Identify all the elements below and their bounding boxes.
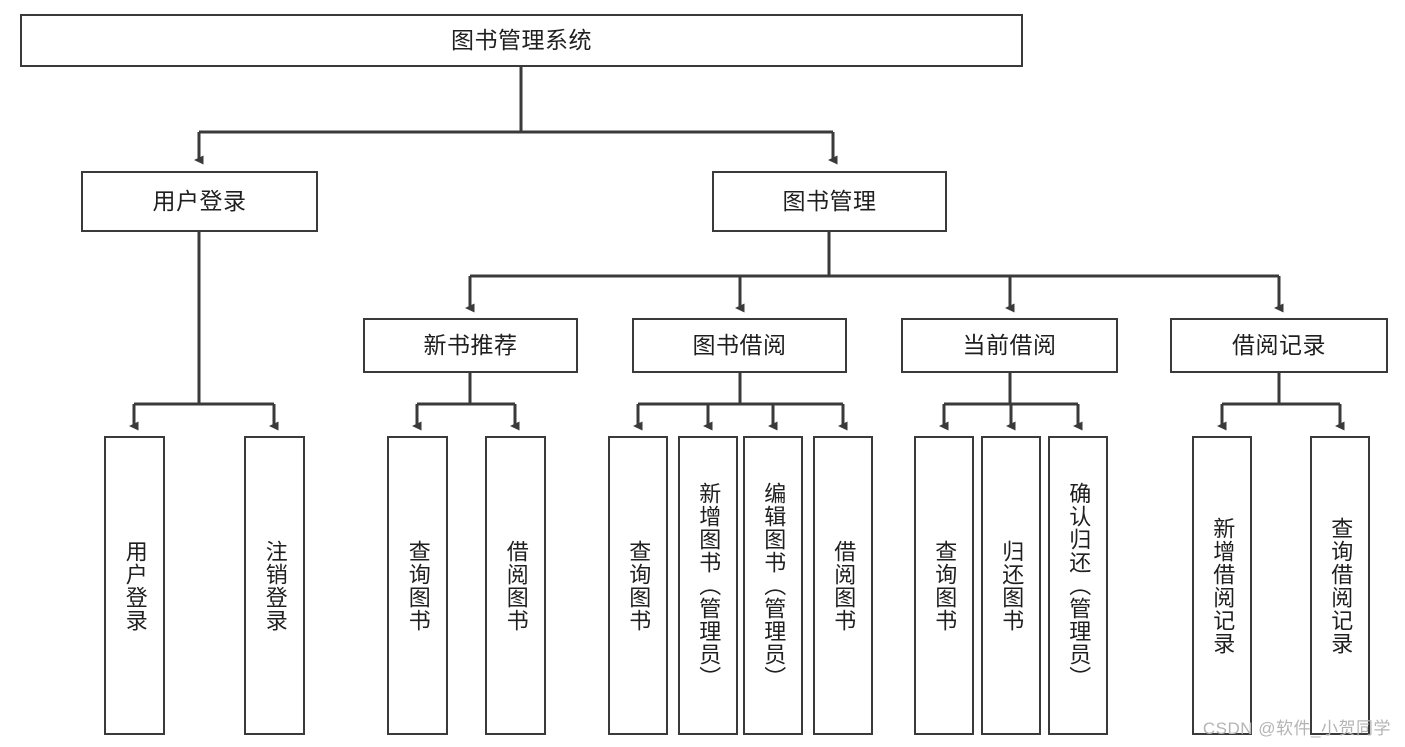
leaf-current-confirm-return-admin[interactable]: 确认归还（管理员） <box>1048 436 1108 735</box>
node-label: 注销登录 <box>262 539 288 632</box>
node-label: 当前借阅 <box>962 332 1057 359</box>
node-label: 编辑图书（管理员） <box>761 482 787 689</box>
leaf-record-query-record[interactable]: 查询借阅记录 <box>1310 436 1370 735</box>
node-label: 查询图书 <box>932 539 958 632</box>
node-label: 图书管理系统 <box>451 27 592 54</box>
leaf-current-return-book[interactable]: 归还图书 <box>981 436 1041 735</box>
node-book-management[interactable]: 图书管理 <box>712 171 947 232</box>
node-label: 查询借阅记录 <box>1328 516 1354 655</box>
node-root-system[interactable]: 图书管理系统 <box>20 14 1023 67</box>
node-label: 新增图书（管理员） <box>696 482 722 689</box>
leaf-borrow-query-book[interactable]: 查询图书 <box>608 436 668 735</box>
leaf-borrow-add-book-admin[interactable]: 新增图书（管理员） <box>678 436 738 735</box>
node-current-borrow[interactable]: 当前借阅 <box>901 318 1118 373</box>
node-label: 用户登录 <box>122 539 148 632</box>
node-user-login[interactable]: 用户登录 <box>81 171 318 232</box>
node-label: 图书借阅 <box>692 332 787 359</box>
node-label: 查询图书 <box>405 539 431 632</box>
leaf-borrow-edit-book-admin[interactable]: 编辑图书（管理员） <box>743 436 803 735</box>
node-label: 图书管理 <box>782 188 877 215</box>
leaf-record-add-record[interactable]: 新增借阅记录 <box>1192 436 1252 735</box>
node-label: 用户登录 <box>152 188 247 215</box>
node-label: 借阅图书 <box>831 539 857 632</box>
leaf-borrow-borrow-book[interactable]: 借阅图书 <box>813 436 873 735</box>
node-label: 查询图书 <box>626 539 652 632</box>
node-label: 借阅图书 <box>503 539 529 632</box>
node-new-book-recommend[interactable]: 新书推荐 <box>363 318 578 373</box>
leaf-recommend-query-book[interactable]: 查询图书 <box>387 436 448 735</box>
leaf-user-login-logout[interactable]: 注销登录 <box>244 436 305 735</box>
leaf-user-login-login[interactable]: 用户登录 <box>104 436 165 735</box>
node-label: 归还图书 <box>999 539 1025 632</box>
node-label: 借阅记录 <box>1232 332 1326 359</box>
leaf-current-query-book[interactable]: 查询图书 <box>914 436 974 735</box>
node-label: 确认归还（管理员） <box>1066 482 1092 689</box>
node-borrow-record[interactable]: 借阅记录 <box>1170 318 1388 373</box>
leaf-recommend-borrow-book[interactable]: 借阅图书 <box>485 436 546 735</box>
node-label: 新增借阅记录 <box>1210 516 1236 655</box>
node-book-borrow[interactable]: 图书借阅 <box>632 318 847 373</box>
node-label: 新书推荐 <box>423 332 518 359</box>
